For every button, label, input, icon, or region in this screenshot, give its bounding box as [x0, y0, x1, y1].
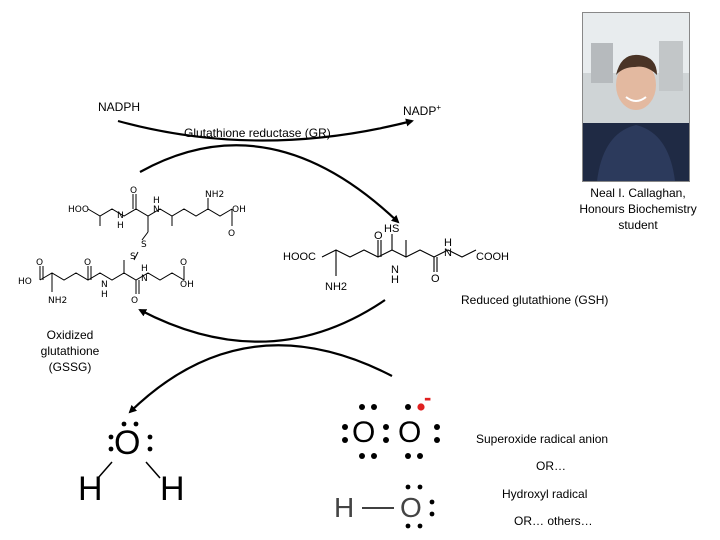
water-structure: [97, 421, 161, 479]
gssg-atom-hooc: HOO: [68, 205, 89, 215]
gssg-structure: [39, 194, 233, 294]
gssg-atom-o-b4: O: [180, 258, 188, 268]
nadp-plus-label: NADP+: [403, 100, 441, 119]
gsh-atom-h1: H: [391, 274, 399, 286]
gssg-atom-o-top: O: [228, 229, 236, 239]
water-atom-h1: H: [78, 470, 103, 508]
gssg-atom-nh2: NH2: [205, 190, 225, 200]
gssg-atom-n-b1: N: [101, 280, 108, 290]
gssg-atom-h-b2: H: [141, 264, 148, 274]
superoxide-structure: [342, 403, 440, 459]
portrait-photo: [582, 12, 690, 182]
gssg-atom-o-b3: O: [131, 296, 139, 306]
gsh-atom-hs: HS: [384, 223, 400, 235]
gr-arc-arrow: [139, 144, 400, 224]
person-role-line1: Honours Biochemistry: [579, 202, 697, 216]
gssg-atom-s1: S: [141, 240, 147, 250]
hydroxyl-atom-o: O: [400, 492, 422, 523]
gssg-atom-h2: H: [153, 196, 160, 206]
gsh-atom-n1: N: [391, 264, 399, 276]
oxidized-label-line2: glutathione: [40, 344, 100, 358]
person-role-line2: student: [618, 218, 658, 232]
or-label-1: OR…: [536, 459, 566, 473]
gssg-atom-h-b1: H: [101, 290, 108, 300]
gsh-atom-n2: N: [444, 247, 452, 259]
gssg-atom-ho: HO: [18, 277, 32, 287]
nadp-plus-superscript: +: [436, 103, 442, 112]
superoxide-atom-o2: O: [398, 416, 422, 449]
gssg-atom-oh-top: OH: [232, 205, 246, 215]
gsh-structure: [321, 234, 477, 276]
gsh-atom-cooh: COOH: [476, 251, 509, 263]
gssg-atom-n2: N: [153, 205, 160, 215]
hydroxyl-label: Hydroxyl radical: [502, 487, 588, 501]
gsh-atom-hooc: HOOC: [283, 251, 316, 263]
ros-to-water-arrow: [128, 344, 393, 414]
gssg-atom-s2: S: [130, 252, 136, 262]
gssg-atom-n-b2: N: [141, 274, 148, 284]
or-others-label: OR… others…: [514, 514, 593, 528]
gssg-atom-oh-bottom: OH: [180, 280, 194, 290]
gssg-atom-n1: N: [117, 211, 124, 221]
water-atom-h2: H: [160, 470, 185, 508]
gsh-atom-nh2: NH2: [325, 281, 348, 293]
person-name: Neal I. Callaghan,: [590, 186, 686, 200]
oxidized-label-line1: Oxidized: [46, 328, 94, 342]
gsh-atom-o2: O: [431, 273, 440, 285]
gsh-atom-o1: O: [374, 230, 383, 242]
nadph-label: NADPH: [98, 100, 141, 114]
hydroxyl-atom-h: H: [334, 492, 355, 523]
enzyme-label: Glutathione reductase (GR): [184, 126, 331, 140]
superoxide-atom-o1: O: [352, 416, 376, 449]
superoxide-label: Superoxide radical anion: [476, 432, 609, 446]
gssg-atom-o-b1: O: [36, 258, 44, 268]
nadph-arrow: [117, 118, 414, 142]
gsh-atom-h2: H: [444, 237, 452, 249]
gssg-atom-h1: H: [117, 221, 124, 231]
hydroxyl-structure: [362, 484, 435, 529]
superoxide-charge: -: [424, 385, 432, 410]
gssg-atom-o1: O: [130, 186, 138, 196]
reduced-glutathione-label: Reduced glutathione (GSH): [461, 293, 609, 307]
gssg-atom-o-b2: O: [84, 258, 92, 268]
gsh-to-gssg-arrow: [138, 299, 386, 343]
oxidized-label-line3: (GSSG): [48, 360, 92, 374]
nadp-plus-text: NADP: [403, 104, 437, 118]
gssg-atom-nh2-bottom: NH2: [48, 296, 68, 306]
water-atom-o: O: [114, 424, 141, 462]
